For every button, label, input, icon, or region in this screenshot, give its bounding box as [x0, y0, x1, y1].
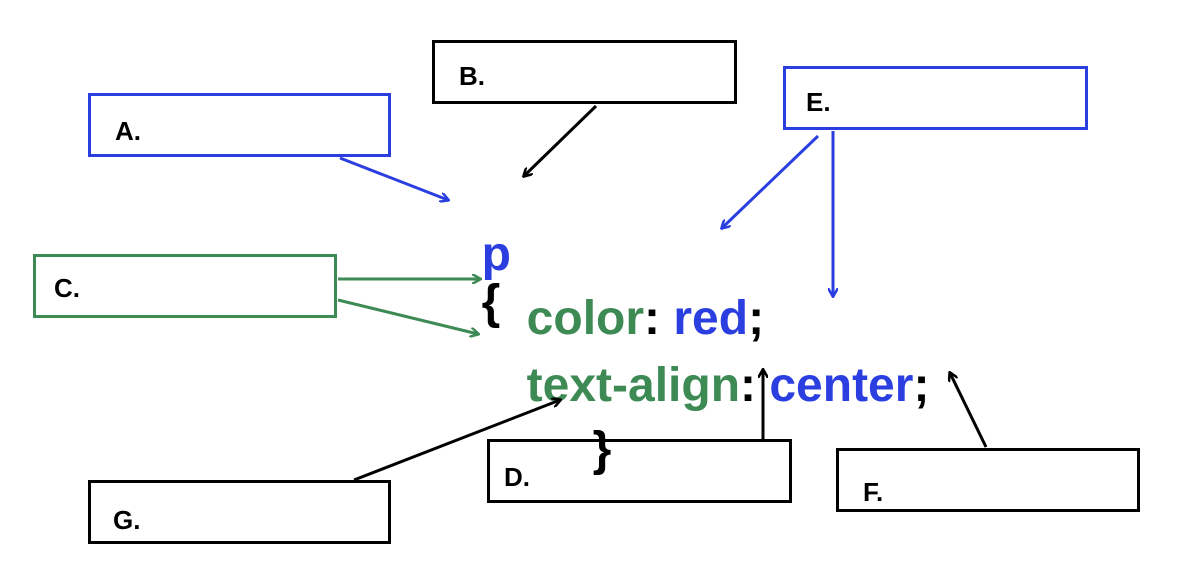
code-colon-2: : — [740, 359, 757, 412]
label-d: D. — [504, 462, 530, 492]
arrow-e-red — [722, 134, 820, 228]
label-box-g: G. — [88, 480, 391, 544]
label-b: B. — [459, 61, 485, 91]
arrow-a — [339, 156, 448, 200]
label-box-a: A. — [88, 93, 391, 157]
arrow-g — [353, 400, 560, 482]
code-open-brace: { — [481, 276, 501, 329]
label-e: E. — [806, 87, 831, 117]
label-f: F. — [863, 477, 884, 507]
code-line-selector: p { — [455, 183, 511, 327]
label-box-d: D. — [487, 439, 792, 503]
code-semicolon-1: ; — [748, 292, 765, 345]
code-colon-1: : — [644, 292, 661, 345]
code-line-1: color: red; — [500, 247, 764, 343]
arrow-f — [950, 373, 988, 448]
code-close-brace: } — [592, 423, 612, 476]
label-box-e: E. — [783, 66, 1088, 130]
code-value-red: red — [673, 292, 749, 345]
code-value-center: center — [769, 359, 914, 412]
label-box-b: B. — [432, 40, 737, 104]
code-selector: p — [481, 228, 511, 281]
code-semicolon-2: ; — [913, 359, 930, 412]
label-c: C. — [54, 273, 80, 303]
arrow-c-text-align — [337, 298, 478, 334]
label-g: G. — [113, 505, 141, 535]
label-box-c: C. — [33, 254, 337, 318]
code-property-color: color — [526, 292, 645, 345]
label-a: A. — [115, 116, 141, 146]
code-line-close: } — [566, 378, 612, 476]
arrow-b — [524, 104, 598, 176]
label-box-f: F. — [836, 448, 1140, 512]
